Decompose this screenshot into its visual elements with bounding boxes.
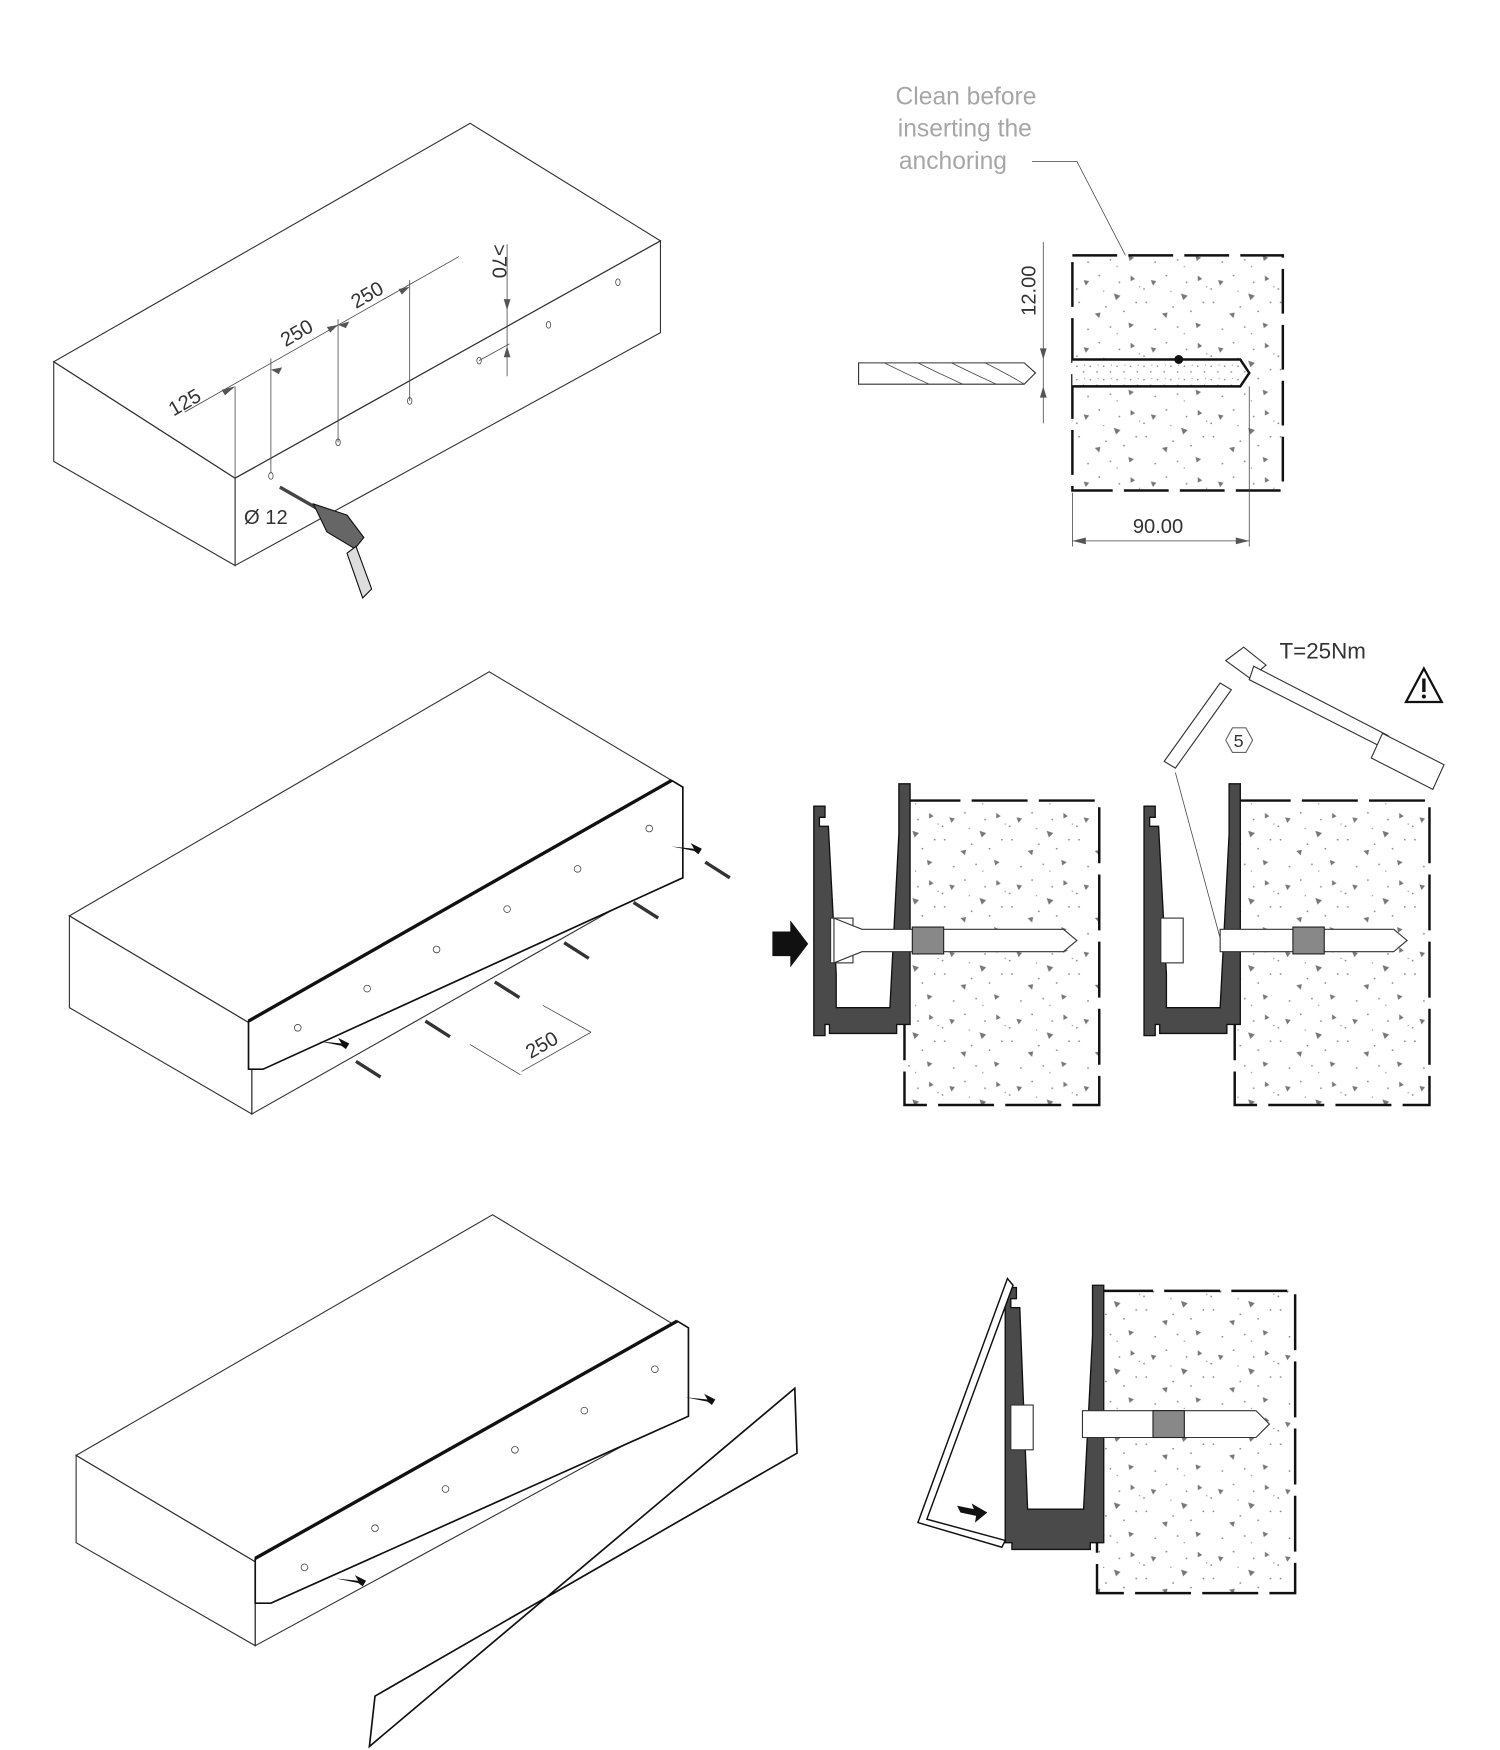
dim-250-a: 250 <box>277 316 317 352</box>
anchor-section <box>833 917 1078 964</box>
cover-plate-section <box>916 1277 1014 1549</box>
base-profile-rail <box>247 779 684 1071</box>
anchor-bolts <box>355 860 731 1079</box>
push-arrow-icon <box>772 920 809 968</box>
insert-arrow-icon <box>335 1575 367 1587</box>
torque-value: T=25Nm <box>1279 638 1365 663</box>
step2-fixing-view: 250 <box>68 671 731 1115</box>
hex-key-size: 5 <box>1234 731 1244 751</box>
insert-arrow-icon <box>319 1037 350 1050</box>
dim-250-b: 250 <box>347 278 387 314</box>
detail2-section-right: T=25Nm 5 <box>1143 638 1445 1107</box>
clean-note-line-1: Clean before <box>896 83 1037 110</box>
hole-diameter-dim: 12.00 <box>1018 265 1040 315</box>
drill-bit-icon <box>858 362 1037 385</box>
drill-diameter-label: Ø 12 <box>244 507 288 529</box>
push-arrow-icon <box>957 1503 988 1523</box>
torque-wrench-icon <box>1163 646 1445 791</box>
dim-min-edge: >70 <box>488 244 510 278</box>
hex-key-size-badge: 5 <box>1225 727 1254 753</box>
detail3-cover-section <box>916 1277 1297 1595</box>
base-profile-rail <box>254 1320 690 1605</box>
detail1-hole-section: Clean before inserting the anchoring 12.… <box>858 83 1285 547</box>
warning-triangle-icon <box>1404 666 1444 704</box>
clean-note-line-2: inserting the <box>898 116 1032 143</box>
dim-125: 125 <box>165 385 205 421</box>
step3-cover-view <box>75 1214 798 1749</box>
drilled-hole <box>1072 358 1251 388</box>
insert-arrow-icon <box>685 1393 716 1406</box>
concrete-slab-front <box>234 239 662 567</box>
bolt-spacing-dim: 250 <box>522 1028 562 1064</box>
hole-depth-dim: 90.00 <box>1133 516 1183 538</box>
power-drill-icon <box>279 485 373 599</box>
clean-note-line-3: anchoring <box>899 148 1007 175</box>
step1-drilling-view: 125 250 250 >70 Ø 12 <box>52 122 662 599</box>
detail2-section-left <box>772 783 1101 1107</box>
glass-profile-section <box>813 783 911 1037</box>
cover-strip <box>368 1386 798 1749</box>
concrete-slab-left <box>53 360 236 567</box>
insert-arrow-icon <box>671 843 702 855</box>
